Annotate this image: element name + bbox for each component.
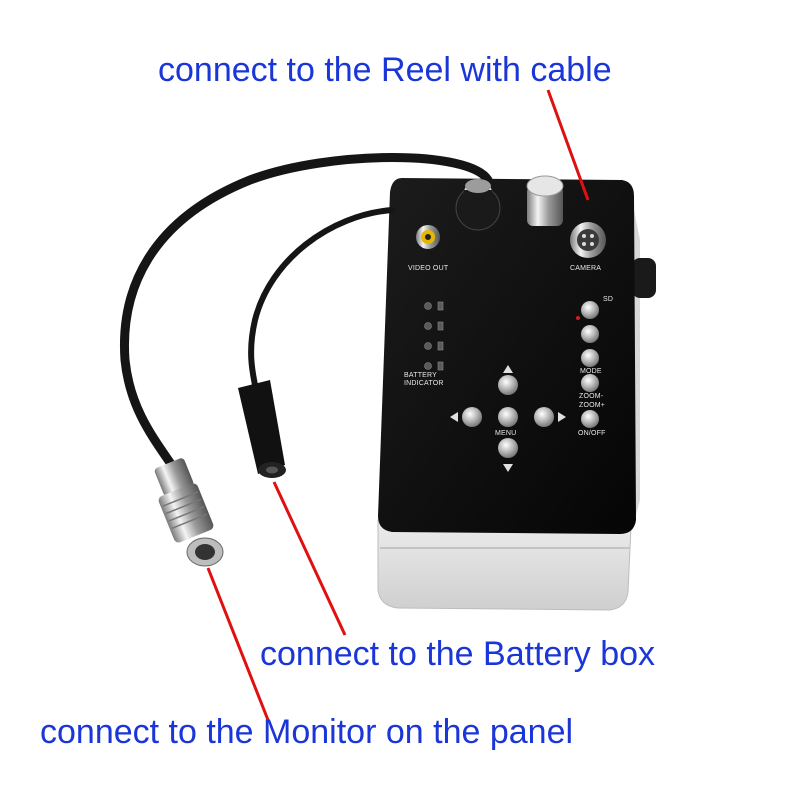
- sd-button[interactable]: [581, 301, 599, 319]
- monitor-pointer-line: [206, 567, 270, 721]
- video-out-label: VIDEO OUT: [408, 265, 449, 272]
- caption-monitor: connect to the Monitor on the panel: [40, 713, 574, 751]
- arrow-up-icon: [503, 365, 513, 373]
- sd-label: SD: [603, 296, 614, 303]
- battery-indicator-label-2: INDICATOR: [404, 380, 444, 387]
- rca-jack-icon[interactable]: [416, 225, 440, 249]
- monitor-connector: [154, 458, 224, 567]
- on-off-button[interactable]: [581, 410, 599, 428]
- knob-icon[interactable]: [455, 179, 501, 231]
- pointer-lines: [206, 89, 590, 721]
- down-button[interactable]: [498, 438, 518, 458]
- caption-battery: connect to the Battery box: [260, 635, 656, 673]
- mode-label: MODE: [580, 368, 602, 375]
- arrow-down-icon: [503, 464, 513, 472]
- on-off-label: ON/OFF: [578, 430, 606, 437]
- side-buttons: [576, 301, 599, 428]
- battery-level-icon: [424, 301, 444, 371]
- battery-pointer-line: [272, 481, 347, 636]
- zoom-minus-label: ZOOM-: [579, 393, 604, 400]
- left-button[interactable]: [462, 407, 482, 427]
- right-button[interactable]: [534, 407, 554, 427]
- knob-icon[interactable]: [526, 175, 564, 226]
- reel-pointer-line: [546, 89, 590, 201]
- mode-button[interactable]: [581, 349, 599, 367]
- battery-indicator-label-1: BATTERY: [404, 372, 438, 379]
- d-pad: [450, 365, 566, 472]
- camera-label: CAMERA: [570, 265, 602, 272]
- caption-reel: connect to the Reel with cable: [158, 51, 612, 89]
- arrow-left-icon: [450, 412, 458, 422]
- arrow-right-icon: [558, 412, 566, 422]
- camera-connector-icon[interactable]: [570, 222, 606, 258]
- control-panel: [378, 178, 636, 534]
- battery-connector: [238, 380, 286, 478]
- cables: [119, 153, 493, 475]
- menu-button[interactable]: [498, 407, 518, 427]
- up-button[interactable]: [498, 375, 518, 395]
- zoom-minus-button[interactable]: [581, 374, 599, 392]
- play-button[interactable]: [581, 325, 599, 343]
- zoom-plus-label: ZOOM+: [579, 402, 606, 409]
- menu-label: MENU: [495, 430, 517, 437]
